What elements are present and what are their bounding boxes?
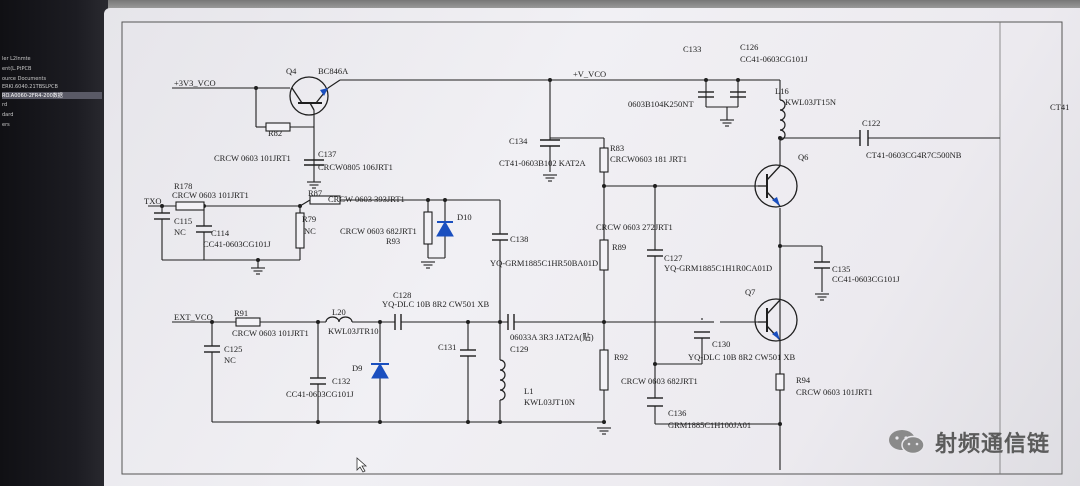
ref-r87: R87 — [308, 188, 322, 198]
value-c133: 0603B104K250NT — [628, 99, 694, 109]
project-item-selected[interactable]: RO.A0060-2FR4-200数据 — [2, 92, 102, 99]
value-c125: NC — [224, 355, 236, 365]
ref-r93: R93 — [386, 236, 400, 246]
capacitors — [154, 91, 869, 407]
value-c129: 06033A 3R3 JAT2A(贴) — [510, 332, 594, 342]
project-item[interactable]: ers — [2, 122, 10, 128]
value-l20: KWL03JTR10 — [328, 326, 379, 336]
project-item[interactable]: dard — [2, 112, 14, 118]
value-r93: CRCW 0603 682JRT1 — [340, 226, 417, 236]
value-r91: CRCW 0603 101JRT1 — [232, 328, 309, 338]
ref-r83: R83 — [610, 143, 624, 153]
ref-r79: R79 — [302, 214, 316, 224]
wires — [148, 79, 1000, 470]
transistors — [289, 76, 798, 342]
ref-c131: C131 — [438, 342, 456, 352]
value-c128: YQ-DLC 10B 8R2 CW501 XB — [382, 299, 490, 309]
ref-c130: C130 — [712, 339, 730, 349]
net-label-3v3vco: +3V3_VCO — [174, 78, 216, 88]
value-r89: CRCW 0603 272JRT1 — [596, 222, 673, 232]
q6-symbol — [754, 164, 798, 208]
ref-r92: R92 — [614, 352, 628, 362]
diodes — [371, 220, 454, 379]
ref-c129: C129 — [510, 344, 528, 354]
value-c137: CRCW0805 106JRT1 — [318, 162, 393, 172]
ref-r94: R94 — [796, 375, 811, 385]
ref-r82: R82 — [268, 128, 282, 138]
ref-c138: C138 — [510, 234, 528, 244]
ref-d10: D10 — [457, 212, 472, 222]
value-l16: KWL03JT15N — [785, 97, 836, 107]
ref-ct41: CT41 — [1050, 102, 1069, 112]
schematic-labels: +3V3_VCO +V_VCO TXO EXT_VCO Q4 BC846A R8… — [144, 42, 1069, 430]
schematic-canvas[interactable]: +3V3_VCO +V_VCO TXO EXT_VCO Q4 BC846A R8… — [104, 8, 1080, 486]
q4-symbol — [289, 76, 329, 116]
ref-c125: C125 — [224, 344, 242, 354]
value-c115: NC — [174, 227, 186, 237]
ref-r178: R178 — [174, 181, 192, 191]
value-r178: CRCW 0603 101JRT1 — [172, 190, 249, 200]
value-c138: YQ-GRM1885C1HR50BA01D — [490, 258, 598, 268]
value-c136: GRM1885C1H100JA01 — [668, 420, 751, 430]
ref-l16: L16 — [775, 86, 789, 96]
ref-c137: C137 — [318, 149, 336, 159]
net-label-vvco: +V_VCO — [573, 69, 606, 79]
mouse-cursor-icon — [356, 457, 368, 473]
watermark: 射频通信链 — [887, 426, 1050, 458]
value-c134: CT41-0603B102 KAT2A — [499, 158, 587, 168]
project-item[interactable]: ent(L.PtPCB — [2, 66, 32, 72]
inductors — [325, 99, 786, 401]
sheet-border — [121, 21, 1063, 475]
ref-c122: C122 — [862, 118, 880, 128]
ref-c134: C134 — [509, 136, 528, 146]
schematic-sheet[interactable]: +3V3_VCO +V_VCO TXO EXT_VCO Q4 BC846A R8… — [104, 8, 1080, 486]
ref-c132: C132 — [332, 376, 350, 386]
value-c127: YQ-GRM1885C1H1R0CA01D — [664, 263, 772, 273]
value-q4: BC846A — [318, 66, 349, 76]
value-c126: CC41-0603CG101J — [740, 54, 808, 64]
value-r87: CRCW 0603 393JRT1 — [328, 194, 405, 204]
ref-l20: L20 — [332, 307, 346, 317]
ref-c133: C133 — [683, 44, 701, 54]
value-c135: CC41-0603CG101J — [832, 274, 900, 284]
ref-q7: Q7 — [745, 287, 755, 297]
ref-r91: R91 — [234, 308, 248, 318]
value-l1: KWL03JT10N — [524, 397, 575, 407]
net-label-txo: TXO — [144, 196, 161, 206]
project-item[interactable]: rd — [2, 102, 8, 108]
ref-q4: Q4 — [286, 66, 297, 76]
value-r92: CRCW 0603 682JRT1 — [621, 376, 698, 386]
net-label-extvco: EXT_VCO — [174, 312, 213, 322]
value-c130: YQ-DLC 10B 8R2 CW501 XB — [688, 352, 796, 362]
value-c132: CC41-0603CG101J — [286, 389, 354, 399]
ref-l1: L1 — [524, 386, 533, 396]
junction-dots — [160, 78, 782, 426]
value-c122: CT41-0603CG4R7C500NB — [866, 150, 962, 160]
ref-c135: C135 — [832, 264, 850, 274]
ref-d9: D9 — [352, 363, 362, 373]
value-r94: CRCW 0603 101JRT1 — [796, 387, 873, 397]
value-r82: CRCW 0603 101JRT1 — [214, 153, 291, 163]
ref-r89: R89 — [612, 242, 626, 252]
watermark-text: 射频通信链 — [934, 432, 1050, 457]
project-panel: ler L2Inmte ent(L.PtPCB ource Documents … — [0, 0, 108, 486]
ref-c126: C126 — [740, 42, 758, 52]
q7-symbol — [754, 290, 798, 342]
ref-q6: Q6 — [798, 152, 808, 162]
ref-c136: C136 — [668, 408, 686, 418]
value-c114: CC41-0603CG101J — [203, 239, 271, 249]
wechat-logo-icon — [888, 430, 925, 455]
ref-c114: C114 — [211, 228, 230, 238]
project-item[interactable]: ource Documents — [2, 76, 47, 82]
ref-c127: C127 — [664, 253, 682, 263]
ref-c128: C128 — [393, 290, 411, 300]
value-r83: CRCW0603 181 JRT1 — [610, 154, 687, 164]
project-item[interactable]: ERKI.6040.21TBSLPCB — [2, 84, 58, 90]
ref-c115: C115 — [174, 216, 192, 226]
project-item[interactable]: ler L2Inmte — [2, 56, 31, 62]
value-r79: NC — [304, 226, 316, 236]
resistors — [175, 122, 785, 391]
